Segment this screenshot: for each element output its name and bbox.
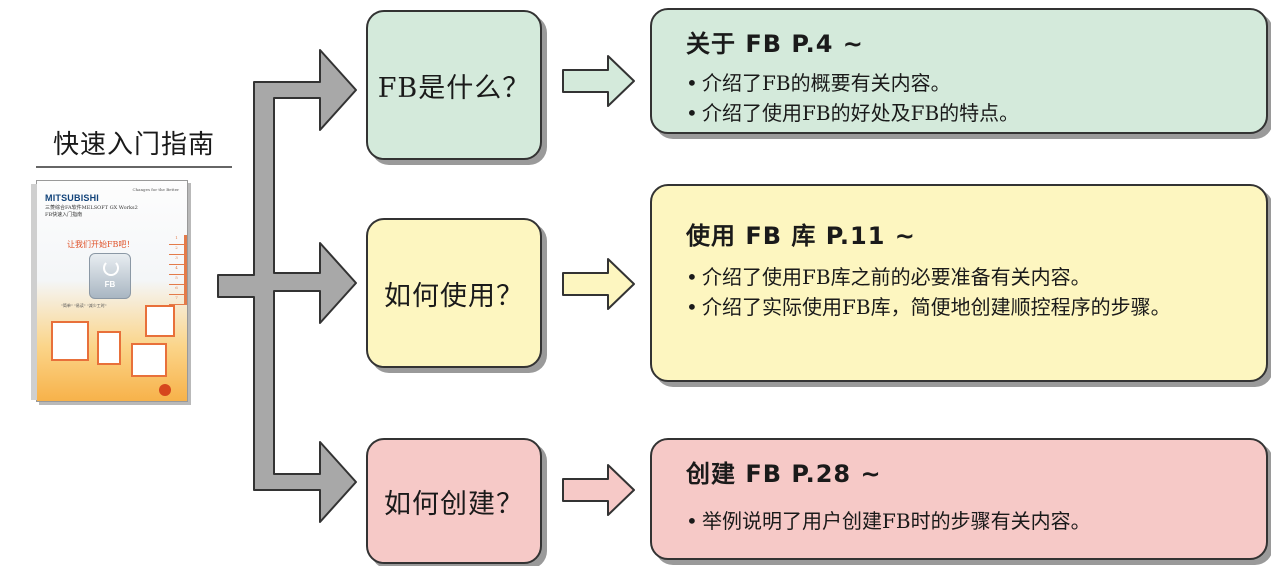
right-arrow-icon <box>562 55 635 107</box>
booklet-icon-label: FB <box>104 280 116 289</box>
booklet-step-tabs: 1 2 3 4 5 6 7 <box>169 235 187 305</box>
booklet-step-tab: 7 <box>169 295 187 305</box>
question-text: FB是什么？ <box>377 72 531 104</box>
booklet-screenshot-card <box>145 305 175 337</box>
question-box-how-to-use: 如何使用？ <box>366 218 542 368</box>
detail-title: 创建 FB P.28 ~ <box>686 460 882 488</box>
detail-bullet: 介绍了使用FB的好处及FB的特点。 <box>686 98 1246 128</box>
booklet-tagline: Changes for the Better <box>132 187 179 192</box>
guide-title: 快速入门指南 <box>36 126 232 168</box>
detail-title: 使用 FB 库 P.11 ~ <box>686 222 916 250</box>
right-arrow-icon <box>562 464 635 516</box>
question-text: 如何使用？ <box>384 280 524 312</box>
booklet-screenshot-card <box>51 321 89 361</box>
booklet-logo-badge <box>159 384 171 396</box>
booklet-step-tab: 3 <box>169 255 187 265</box>
detail-bullet: 举例说明了用户创建FB时的步骤有关内容。 <box>686 506 1246 536</box>
branch-connector-arrow <box>217 49 357 523</box>
detail-box-about-fb: 关于 FB P.4 ~ 介绍了FB的概要有关内容。 介绍了使用FB的好处及FB的… <box>650 8 1268 134</box>
booklet-screenshot-card <box>131 343 167 377</box>
booklet-motto: "简单" "易读" "减少工时" <box>61 303 107 308</box>
question-box-how-to-create: 如何创建？ <box>366 438 542 564</box>
detail-box-create-fb: 创建 FB P.28 ~ 举例说明了用户创建FB时的步骤有关内容。 <box>650 438 1268 560</box>
booklet-step-tab: 6 <box>169 285 187 295</box>
booklet-subtitle-line2: FB快速入门指南 <box>45 212 83 218</box>
guide-booklet-cover: MITSUBISHI Changes for the Better 三菱综合FA… <box>31 180 188 402</box>
question-box-what-is-fb: FB是什么？ <box>366 10 542 160</box>
detail-title: 关于 FB P.4 ~ <box>686 30 864 58</box>
booklet-brand: MITSUBISHI <box>45 193 100 203</box>
booklet-subtitle: 三菱综合FA软件MELSOFT GX Works2 FB快速入门指南 <box>45 205 175 219</box>
booklet-step-tab: 4 <box>169 265 187 275</box>
detail-bullet-list: 介绍了FB的概要有关内容。 介绍了使用FB的好处及FB的特点。 <box>686 68 1246 128</box>
detail-bullet: 介绍了FB的概要有关内容。 <box>686 68 1246 98</box>
power-icon: FB <box>89 253 131 299</box>
detail-bullet: 介绍了使用FB库之前的必要准备有关内容。 <box>686 262 1246 292</box>
booklet-spine <box>31 184 37 400</box>
detail-bullet: 介绍了实际使用FB库，简便地创建顺控程序的步骤。 <box>686 292 1246 322</box>
question-text: 如何创建？ <box>384 488 524 520</box>
booklet-step-tab: 1 <box>169 235 187 245</box>
booklet-subtitle-line1: 三菱综合FA软件MELSOFT GX Works2 <box>45 205 138 211</box>
booklet-step-tab: 2 <box>169 245 187 255</box>
detail-bullet-list: 举例说明了用户创建FB时的步骤有关内容。 <box>686 506 1246 536</box>
detail-bullet-list: 介绍了使用FB库之前的必要准备有关内容。 介绍了实际使用FB库，简便地创建顺控程… <box>686 262 1246 322</box>
booklet-step-tab: 5 <box>169 275 187 285</box>
booklet-heading: 让我们开始FB吧！ <box>67 240 135 249</box>
booklet-screenshot-card <box>97 331 121 365</box>
right-arrow-icon <box>562 258 635 310</box>
detail-box-use-fb-library: 使用 FB 库 P.11 ~ 介绍了使用FB库之前的必要准备有关内容。 介绍了实… <box>650 184 1268 382</box>
